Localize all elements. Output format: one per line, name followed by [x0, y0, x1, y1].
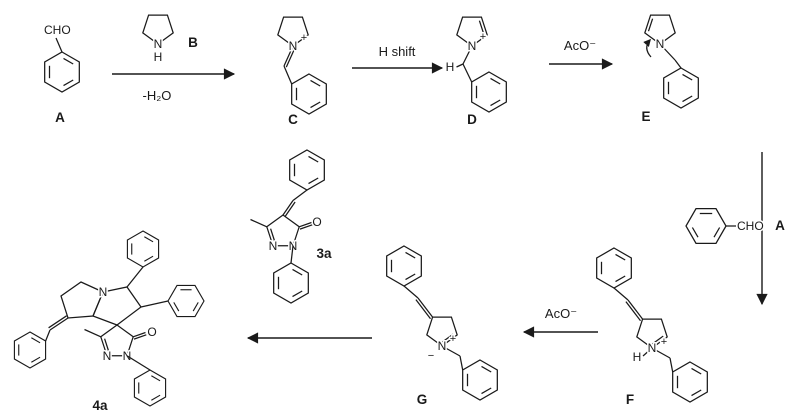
reagent-pyrrolidine-b: N H B — [142, 14, 200, 66]
compound-benzaldehyde-a-repeat: CHO A — [685, 208, 787, 244]
compound-g-label: G — [417, 392, 428, 407]
benzene-ring — [685, 208, 727, 244]
nitrogen-atom: N — [438, 339, 447, 353]
hydrogen-atom: H — [633, 350, 642, 364]
nitrogen-atom: N — [648, 341, 657, 355]
compound-iminium-c: N + C — [277, 16, 327, 129]
nitrogen-atom: N — [103, 349, 112, 363]
compound-e-label: E — [641, 109, 650, 124]
cho-group-label: CHO — [737, 219, 764, 233]
benzene-ring — [291, 73, 327, 115]
minus-water-annotation: -H₂O — [143, 88, 172, 103]
compound-4a-label: 4a — [92, 398, 108, 413]
benzene-ring — [13, 331, 47, 369]
oxygen-atom: O — [312, 215, 321, 229]
benzene-ring — [289, 149, 325, 191]
plus-charge: + — [661, 336, 667, 348]
nitrogen-atom: N — [289, 39, 298, 53]
compound-b-label: B — [188, 35, 198, 50]
dipolarophile-3a: O N N 3a — [250, 149, 333, 304]
cho-group-label: CHO — [44, 23, 71, 37]
plus-charge: + — [301, 32, 307, 44]
benzene-ring — [126, 230, 160, 268]
hydrogen-atom: H — [154, 50, 163, 64]
h-shift-annotation: H shift — [379, 44, 416, 59]
benzene-ring — [462, 359, 498, 401]
nitrogen-atom: N — [468, 39, 477, 53]
nitrogen-atom: N — [154, 37, 163, 51]
benzene-ring — [167, 284, 205, 318]
plus-charge: + — [480, 31, 486, 43]
compound-a-label: A — [55, 110, 65, 125]
minus-charge: − — [428, 350, 434, 362]
compound-benzylidene-iminium-f: N + H F — [596, 247, 708, 409]
compound-f-label: F — [626, 392, 634, 407]
compound-3a-label: 3a — [316, 246, 332, 261]
product-4a: N O N N 4a — [13, 230, 205, 415]
compound-d-label: D — [467, 112, 477, 127]
arrow-deprotonation-2: AcO⁻ — [522, 305, 598, 338]
benzene-ring — [44, 51, 80, 93]
oxygen-atom: O — [147, 325, 156, 339]
compound-c-label: C — [288, 112, 298, 127]
compound-ylide-g: N + − G — [386, 245, 498, 409]
benzene-ring — [663, 67, 699, 109]
compound-enamine-e: N E — [640, 14, 699, 126]
compound-benzaldehyde-a: CHO A — [43, 22, 80, 127]
benzene-ring — [386, 245, 422, 287]
acetate-annotation: AcO⁻ — [545, 306, 577, 321]
hydrogen-atom: H — [446, 60, 455, 74]
nitrogen-atom: N — [269, 239, 278, 253]
nitrogen-atom: N — [99, 285, 108, 299]
compound-iminium-d: N + H D — [444, 16, 507, 129]
arrow-condensation: -H₂O — [112, 68, 236, 105]
benzene-ring — [273, 262, 309, 304]
lone-pair-curved-arrow — [643, 38, 652, 58]
nitrogen-atom: N — [656, 37, 665, 51]
plus-charge: + — [450, 333, 456, 345]
benzene-ring — [672, 361, 708, 403]
acetate-annotation: AcO⁻ — [564, 38, 596, 53]
arrow-deprotonation-1: AcO⁻ — [549, 37, 614, 70]
compound-a-repeat-label: A — [775, 218, 785, 233]
benzene-ring — [471, 71, 507, 113]
benzene-ring — [596, 247, 632, 289]
arrow-h-shift: H shift — [352, 43, 444, 74]
benzene-ring — [133, 369, 167, 407]
